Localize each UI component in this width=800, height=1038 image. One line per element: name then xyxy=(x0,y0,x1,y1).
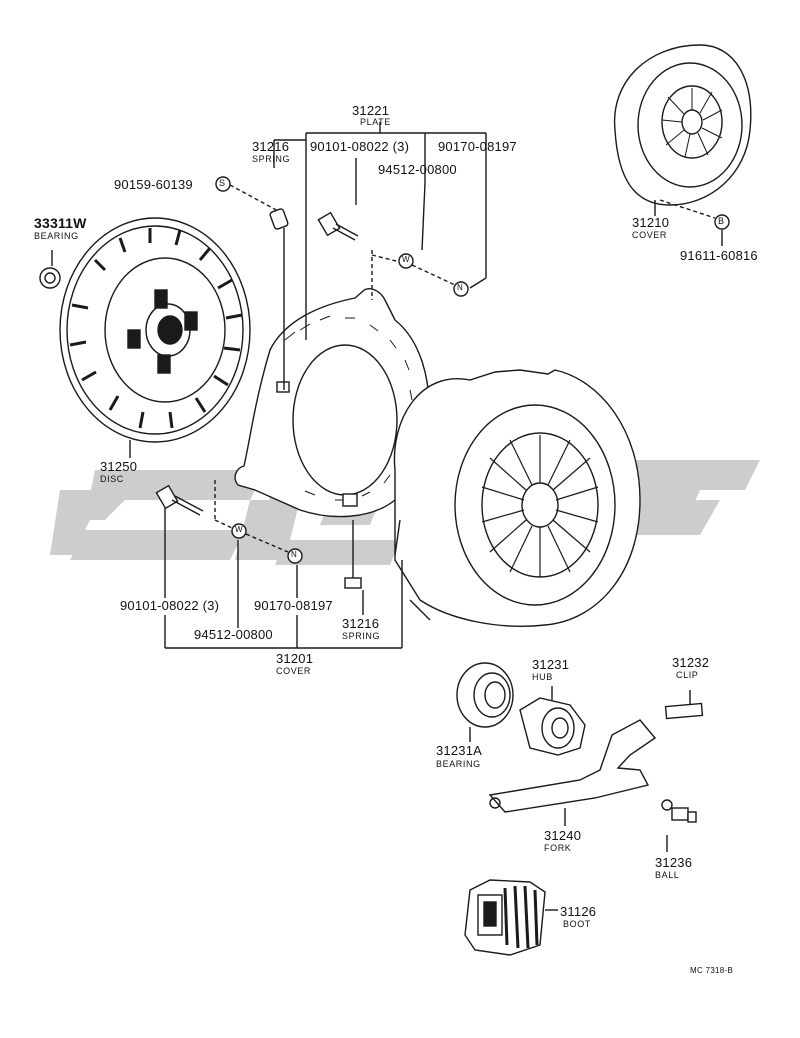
release-bearing xyxy=(456,662,514,742)
spring-bottom-name: SPRING xyxy=(342,631,381,641)
marker-b-label: B xyxy=(718,216,725,226)
clip xyxy=(664,690,704,720)
marker-w-bottom xyxy=(231,523,247,539)
marker-s xyxy=(215,176,231,192)
pilot-bearing xyxy=(39,250,61,289)
cover-small-number: 31210 xyxy=(632,215,670,230)
plate-name: PLATE xyxy=(360,117,391,127)
spring-bottom-number: 31216 xyxy=(342,616,380,631)
bolt-bottom xyxy=(155,484,204,516)
marker-s-label: S xyxy=(219,178,226,188)
clutch-cover-large xyxy=(393,369,641,627)
nut-top-number: 90170-08197 xyxy=(438,139,517,154)
clip-number: 31232 xyxy=(672,655,710,670)
clip-name: CLIP xyxy=(676,670,699,680)
ball-name: BALL xyxy=(655,870,680,880)
bolt-s-number: 90159-60139 xyxy=(114,177,193,192)
cover-number: 31201 xyxy=(276,651,314,666)
plate-number: 31221 xyxy=(352,103,390,118)
boot-number: 31126 xyxy=(560,904,597,919)
bearing-pilot-number: 33311W xyxy=(34,215,87,231)
hub-number: 31231 xyxy=(532,657,570,672)
diagram-code: MC 7318-B xyxy=(690,966,734,975)
marker-w-bottom-label: W xyxy=(235,525,243,534)
clutch-cover-small xyxy=(613,44,752,246)
boot-name: BOOT xyxy=(563,919,591,929)
ball-number: 31236 xyxy=(655,855,693,870)
boot xyxy=(464,879,558,956)
marker-w-top-label: W xyxy=(402,255,410,264)
bolt-b-number: 91611-60816 xyxy=(680,248,758,263)
clutch-disc xyxy=(59,217,251,458)
washer-bottom-number: 94512-00800 xyxy=(194,627,273,642)
bearing-release-name: BEARING xyxy=(436,759,481,769)
bolt-bottom-number: 90101-08022 (3) xyxy=(120,598,220,613)
marker-w-top xyxy=(398,253,414,269)
cover-small-name: COVER xyxy=(632,230,668,240)
marker-n-bottom xyxy=(287,548,303,564)
fork-name: FORK xyxy=(544,843,572,853)
fork-number: 31240 xyxy=(544,828,582,843)
hub-name: HUB xyxy=(532,672,553,682)
bolt-top xyxy=(317,211,359,241)
spring-top-number: 31216 xyxy=(252,139,290,154)
bolt-top-number: 90101-08022 (3) xyxy=(310,139,410,154)
linework xyxy=(39,44,752,956)
nut-bottom-number: 90170-08197 xyxy=(254,598,333,613)
ball-stud xyxy=(661,799,697,852)
marker-n-top xyxy=(453,281,469,297)
release-hub xyxy=(519,686,586,756)
marker-n-bottom-label: N xyxy=(291,550,297,559)
bearing-release-number: 31231A xyxy=(436,743,483,758)
spring-top-name: SPRING xyxy=(252,154,291,164)
marker-b xyxy=(714,214,730,230)
release-fork xyxy=(488,719,657,826)
disc-name: DISC xyxy=(100,474,124,484)
bearing-pilot-name: BEARING xyxy=(34,231,79,241)
disc-number: 31250 xyxy=(100,459,138,474)
cover-name: COVER xyxy=(276,666,312,676)
marker-n-top-label: N xyxy=(457,283,463,292)
washer-top-number: 94512-00800 xyxy=(378,162,457,177)
